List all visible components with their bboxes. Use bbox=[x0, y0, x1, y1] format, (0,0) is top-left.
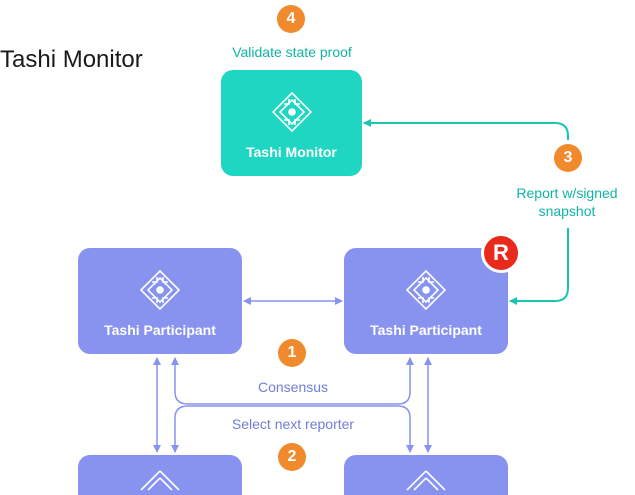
report-arrow-from-reporter bbox=[509, 228, 569, 305]
report-caption-line2: snapshot bbox=[538, 203, 596, 219]
tashi-logo-icon bbox=[271, 91, 312, 133]
reporter-badge: R bbox=[481, 233, 521, 273]
tashi-logo-icon bbox=[140, 470, 180, 491]
report-caption: Report w/signed snapshot bbox=[500, 184, 634, 220]
report-arrow-to-monitor bbox=[363, 119, 569, 140]
participant-node-left: Tashi Participant bbox=[78, 248, 242, 354]
consensus-bracket bbox=[171, 357, 414, 405]
monitor-node: Tashi Monitor bbox=[221, 70, 362, 176]
step-badge-4: 4 bbox=[277, 5, 305, 33]
consensus-caption: Consensus bbox=[257, 379, 329, 395]
select-reporter-bracket bbox=[171, 405, 414, 453]
tashi-logo-icon bbox=[406, 470, 446, 491]
select-reporter-caption: Select next reporter bbox=[231, 416, 355, 432]
step-badge-3: 3 bbox=[554, 144, 582, 172]
step-badge-1: 1 bbox=[278, 339, 306, 367]
participant-label: Tashi Participant bbox=[104, 322, 216, 338]
participant-node-bottom-left bbox=[78, 455, 242, 495]
tashi-logo-icon bbox=[405, 269, 447, 311]
report-caption-line1: Report w/signed bbox=[516, 185, 618, 201]
page-title: Tashi Monitor bbox=[0, 46, 143, 73]
participant-node-right: Tashi Participant bbox=[344, 248, 508, 354]
tashi-logo-icon bbox=[139, 269, 181, 311]
step-badge-2: 2 bbox=[278, 443, 306, 471]
validate-caption: Validate state proof bbox=[232, 44, 352, 60]
monitor-label: Tashi Monitor bbox=[246, 144, 337, 160]
connector-layer bbox=[153, 119, 569, 453]
participant-label: Tashi Participant bbox=[370, 322, 482, 338]
participant-node-bottom-right bbox=[344, 455, 508, 495]
